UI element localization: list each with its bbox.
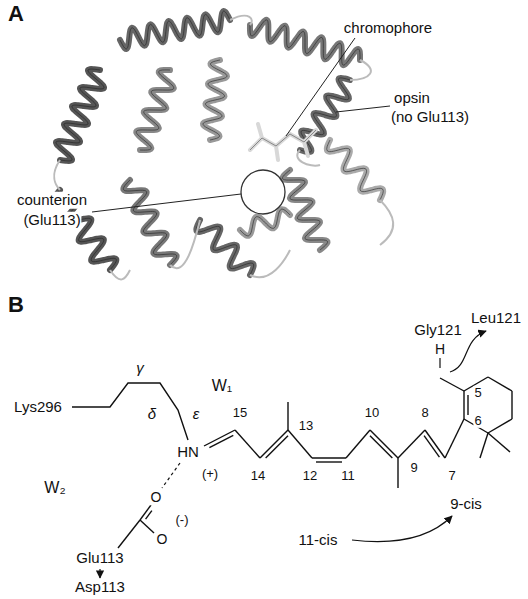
label: H (434, 342, 446, 357)
label: Lys296 (13, 399, 63, 416)
label: 13 (298, 419, 314, 433)
label: 11-cis (298, 532, 339, 549)
label: Leu121 (470, 310, 522, 327)
label: Asp113 (74, 579, 126, 596)
label: Glu113 (75, 550, 124, 567)
label: Gly121 (413, 322, 463, 339)
label: γ (135, 360, 145, 377)
label: O (150, 490, 163, 505)
label: 9-cis (449, 496, 483, 513)
chromophore-sticks (250, 124, 316, 160)
label: 8 (420, 406, 429, 420)
label: 12 (302, 469, 318, 483)
label: 5 (473, 386, 482, 400)
label: HN (176, 444, 200, 461)
label: W₁ (211, 377, 234, 395)
label: (Glu113) (22, 212, 81, 229)
protein-ribbon (54, 11, 394, 279)
label: ε (192, 406, 201, 423)
label: 10 (364, 406, 380, 420)
label: O (156, 532, 169, 547)
label: 15 (232, 406, 248, 420)
label: δ (147, 406, 157, 423)
leader-lines (92, 38, 390, 212)
label: 9 (409, 461, 418, 475)
retinal-structure (72, 377, 512, 548)
label: 11 (340, 469, 356, 483)
label: B (7, 293, 25, 317)
label: chromophore (343, 20, 433, 37)
label: counterion (16, 192, 88, 209)
label: (+) (201, 467, 219, 481)
label: A (7, 2, 25, 26)
annotation-arrows (100, 331, 486, 578)
label: 7 (447, 469, 456, 483)
label: W₂ (43, 479, 66, 497)
label: (-) (175, 513, 190, 527)
counterion-circle (241, 170, 285, 214)
label: (no Glu113) (390, 109, 470, 126)
label: 6 (473, 414, 482, 428)
label: 14 (250, 469, 266, 483)
label: opsin (393, 90, 431, 107)
